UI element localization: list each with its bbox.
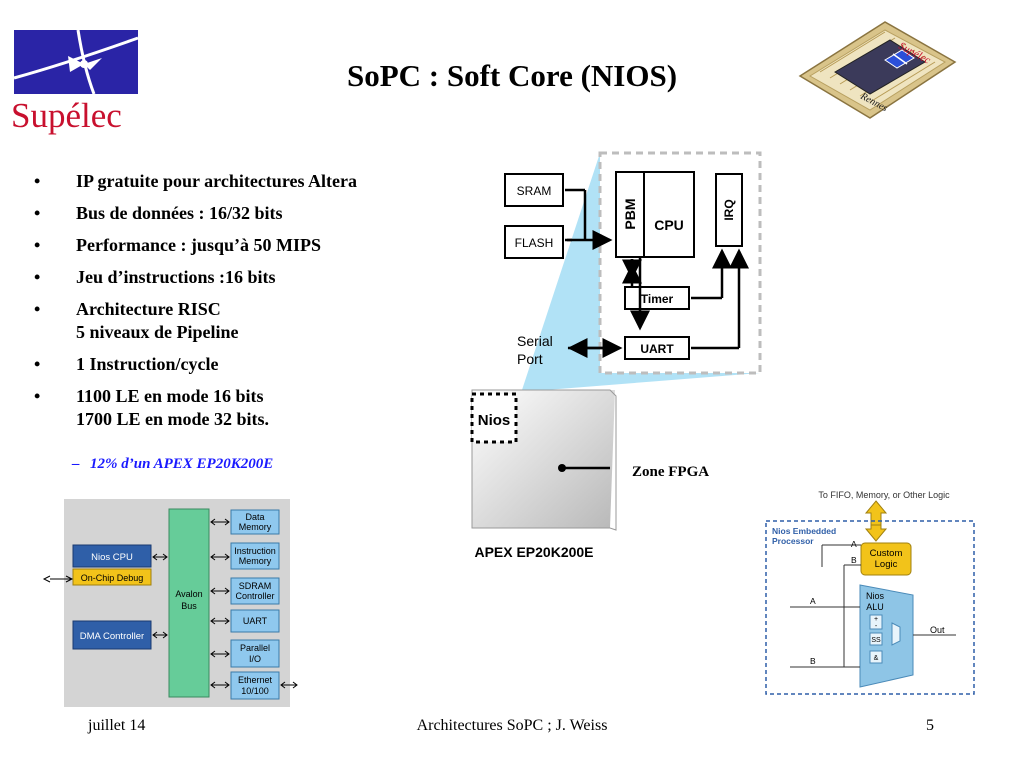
periph-5-line1: Ethernet: [238, 675, 273, 685]
nios-label: Nios: [478, 412, 511, 429]
alu-top-label: To FIFO, Memory, or Other Logic: [818, 490, 950, 500]
alu-op-add: +: [874, 616, 878, 623]
uart-label: UART: [640, 342, 674, 356]
nios-fpga-diagram: Nios SRAM FLASH PBM CPU IRQ Timer UART S…: [470, 151, 762, 560]
periph-4-line2: I/O: [249, 654, 261, 664]
serial-port-line2: Port: [517, 351, 543, 367]
apex-label: APEX EP20K200E: [474, 544, 593, 560]
periph-4-line1: Parallel: [240, 643, 270, 653]
alu-op-shift: SS: [871, 637, 881, 644]
custom-logic-line2: Logic: [875, 559, 898, 570]
timer-label: Timer: [641, 292, 674, 306]
footer-date: juillet 14: [88, 717, 146, 734]
pbm-label: PBM: [622, 198, 638, 229]
bullet-item: •1 Instruction/cycle: [34, 354, 219, 374]
a-mid-label: A: [810, 596, 816, 606]
periph-3-line1: UART: [243, 616, 268, 626]
footer-center: Architectures SoPC ; J. Weiss: [416, 717, 608, 734]
bullet-item: •Jeu d’instructions :16 bits: [34, 267, 276, 287]
logo-text: Supélec: [11, 96, 122, 135]
avalon-bus-line1: Avalon: [175, 589, 202, 599]
supelec-logo: [8, 28, 143, 140]
alu-op-sub: -: [875, 623, 878, 630]
irq-label: IRQ: [722, 199, 736, 220]
slide-title: SoPC : Soft Core (NIOS): [346, 58, 678, 93]
bullet-item: •Performance : jusqu’à 50 MIPS: [34, 235, 321, 255]
embedded-line2: Processor: [772, 536, 814, 546]
periph-2-line1: SDRAM: [239, 581, 272, 591]
flash-label: FLASH: [515, 236, 554, 250]
bullet-list: •IP gratuite pour architectures Altera •…: [34, 170, 464, 440]
alu-line1: Nios: [866, 591, 885, 601]
custom-logic-line1: Custom: [870, 548, 903, 559]
nios-cpu-label: Nios CPU: [91, 552, 133, 563]
cpu-label: CPU: [654, 217, 684, 233]
periph-1-line2: Memory: [239, 556, 272, 566]
periph-5-line2: 10/100: [241, 686, 269, 696]
zone-fpga-label: Zone FPGA: [632, 464, 709, 480]
bullet-item: •IP gratuite pour architectures Altera: [34, 171, 357, 191]
avalon-bus-line2: Bus: [181, 601, 197, 611]
dma-label: DMA Controller: [80, 631, 144, 642]
sub-bullet: –12% d’un APEX EP20K200E: [72, 456, 274, 472]
periph-0-line2: Memory: [239, 522, 272, 532]
footer-page-number: 5: [926, 717, 934, 734]
b-top-label: B: [851, 555, 857, 565]
alu-op-and: &: [874, 655, 879, 662]
sram-label: SRAM: [517, 184, 552, 198]
serial-port-line1: Serial: [517, 333, 553, 349]
periph-2-line2: Controller: [235, 591, 274, 601]
out-label: Out: [930, 625, 945, 635]
embedded-line1: Nios Embedded: [772, 526, 836, 536]
periph-1-line1: Instruction: [234, 546, 276, 556]
onchip-debug-label: On-Chip Debug: [81, 573, 144, 583]
bullet-item: •Bus de données : 16/32 bits: [34, 203, 283, 223]
a-top-label: A: [851, 539, 857, 549]
logo-star-icon: [13, 29, 139, 95]
avalon-bus-diagram: Nios CPU On-Chip Debug DMA Controller Av…: [42, 499, 298, 707]
b-bottom-label: B: [810, 656, 816, 666]
chip-image: Supélec Rennes: [790, 14, 960, 124]
nios-alu-diagram: To FIFO, Memory, or Other Logic Nios Emb…: [765, 490, 975, 695]
alu-line2: ALU: [866, 602, 884, 612]
periph-0-line1: Data: [245, 512, 264, 522]
